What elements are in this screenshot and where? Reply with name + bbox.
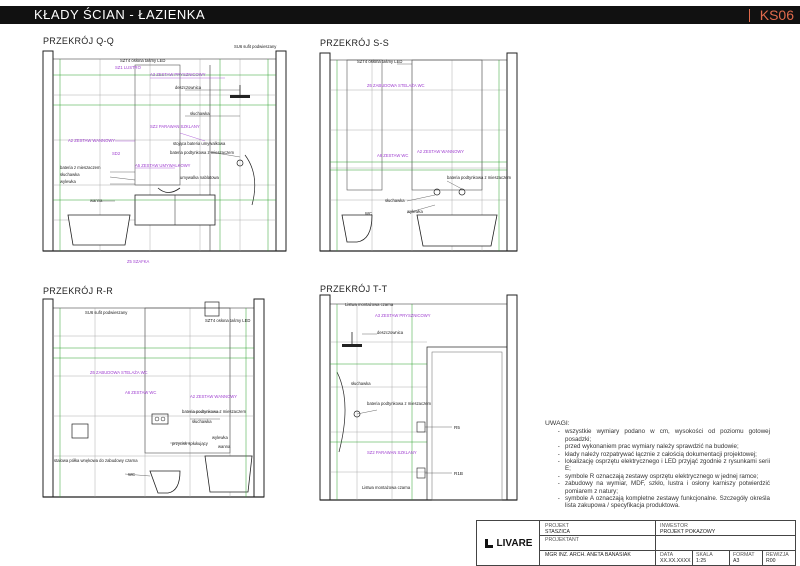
qq-label-stojaca: stojąca bateria umywalkowa <box>173 141 226 146</box>
rr-label-sluchawka: słuchawka <box>192 419 212 424</box>
qq-label-bateria-pod: bateria podtynkowa z mieszaczem <box>170 150 235 155</box>
qq-label-wanna: wanna <box>90 198 103 203</box>
qq-label-a3: A3 ZESTAW PRYSZNICOWY <box>150 72 206 77</box>
ss-label-szt4: SZT4 osłona taśmy LED <box>357 59 402 64</box>
section-tt-drawing: Listwa montażowa czarna A3 ZESTAW PRYSZN… <box>319 294 518 501</box>
rr-label-a2: A2 ZESTAW WANNOWY <box>190 394 237 399</box>
tt-label-sz2: SZ2 PARAWAN SZKLANY <box>367 450 417 455</box>
ss-label-a6: A6 ZESTAW WC <box>377 153 408 158</box>
ss-label-wylewka: wylewka <box>407 209 423 214</box>
qq-label-szt4: SZT4 osłona taśmy LED <box>120 58 165 63</box>
qq-label-su6: SU6 sufit podwieszany <box>234 44 277 49</box>
qq-label-sz2: SZ2 PARAWAN SZKLANY <box>150 124 200 129</box>
ss-label-bateria-pod: bateria podtynkowa z mieszaczem <box>447 175 512 180</box>
rr-label-wc: WC <box>128 472 135 477</box>
qq-label-z5: Z5 SZAFKA <box>127 259 150 264</box>
ss-label-sluchawka: słuchawka <box>385 198 405 203</box>
rr-label-polka: stalowa półka wnękowa do zabudowy czarna <box>54 458 138 463</box>
section-ss-drawing: SZT4 osłona taśmy LED Z6 ZABUDOWA STELAŻ… <box>319 52 518 252</box>
code-separator <box>749 9 750 22</box>
section-qq-drawing: SU6 sufit podwieszany SZT4 osłona taśmy … <box>42 44 287 264</box>
logo-text: LIVARE <box>496 537 533 549</box>
qq-label-umywalka: umywalka nablatowa <box>180 175 220 180</box>
note-item: kłady należy rozpatrywać łącznie z całoś… <box>565 451 770 458</box>
rr-label-przycisk: przycisk spłukujący <box>172 441 209 446</box>
section-title-rr: PRZEKRÓJ R-R <box>43 286 114 296</box>
ss-label-z6: Z6 ZABUDOWA STELAŻA WC <box>367 83 425 88</box>
tt-label-deszczownica: deszczownica <box>377 330 404 335</box>
qq-label-sluchawka2: słuchawka <box>60 172 80 177</box>
notes-heading: UWAGI: <box>545 420 570 427</box>
rr-label-szt4: SZT4 osłona taśmy LED <box>205 318 250 323</box>
ss-label-wc: WC <box>365 211 372 216</box>
qq-label-sluchawka: słuchawka <box>190 111 210 116</box>
rr-label-su6: SU6 sufit podwieszany <box>85 310 128 315</box>
drawing-code: KS06 <box>759 7 794 23</box>
qq-label-sd2: SD2 <box>112 151 121 156</box>
note-item: lokalizację osprzętu elektrycznego i LED… <box>565 458 770 473</box>
tt-label-sluchawka: słuchawka <box>351 381 371 386</box>
rr-label-bateria-pod: bateria podtynkowa z mieszaczem <box>182 409 247 414</box>
drawing-header: KŁADY ŚCIAN - ŁAZIENKA KS06 <box>0 6 800 24</box>
note-item: wszystkie wymiary podano w cm, wysokości… <box>565 428 770 443</box>
tt-label-listwa1: Listwa montażowa czarna <box>345 302 394 307</box>
logo-mark-icon <box>484 538 493 548</box>
tt-label-listwa2: Listwa montażowa czarna <box>362 485 411 490</box>
qq-label-deszczownica: deszczownica <box>175 85 202 90</box>
note-item: symbole R oznaczają zestawy osprzętu ele… <box>565 473 770 480</box>
qq-label-a5: A5 ZESTAW UMYWALKOWY <box>135 163 191 168</box>
tt-label-bateria-pod: bateria podtynkowa z mieszaczem <box>367 401 432 406</box>
qq-label-wylewka: wylewka <box>60 179 76 184</box>
drawing-title: KŁADY ŚCIAN - ŁAZIENKA <box>34 7 206 22</box>
rr-label-z6: Z6 ZABUDOWA STELAŻA WC <box>90 370 148 375</box>
rr-label-a6: A6 ZESTAW WC <box>125 390 156 395</box>
qq-label-bateria-mies: bateria z mieszaczem <box>60 165 101 170</box>
qq-label-sz1: SZ1 LUSTRO <box>115 65 142 70</box>
section-title-tt: PRZEKRÓJ T-T <box>320 284 388 294</box>
section-title-qq: PRZEKRÓJ Q-Q <box>43 36 115 46</box>
projektant-value-cell: MGR INZ. ARCH. ANETA BANASIAK <box>545 552 631 558</box>
section-title-ss: PRZEKRÓJ S-S <box>320 38 390 48</box>
livare-logo: LIVARE <box>477 521 540 565</box>
tt-label-r5: R5 <box>454 425 460 430</box>
section-rr-drawing: SU6 sufit podwieszany SZT4 osłona taśmy … <box>42 298 265 498</box>
rr-label-wanna: wanna <box>218 444 231 449</box>
tt-label-a3: A3 ZESTAW PRYSZNICOWY <box>375 313 431 318</box>
note-item: przed wykonaniem prac wymiary należy spr… <box>565 443 770 450</box>
ss-label-a2: A2 ZESTAW WANNOWY <box>417 149 464 154</box>
projektant-cell: PROJEKTANT <box>545 537 579 543</box>
notes-block: UWAGI: wszystkie wymiary podano w cm, wy… <box>545 420 770 510</box>
tt-label-r1b: R1B <box>454 471 463 476</box>
note-item: symbole A oznaczają kompletne zestawy fu… <box>565 495 770 510</box>
note-item: zabudowy na wymiar, MDF, szkło, lustra i… <box>565 480 770 495</box>
qq-label-a2: A2 ZESTAW WANNOWY <box>68 138 115 143</box>
rr-label-wylewka: wylewka <box>212 435 228 440</box>
